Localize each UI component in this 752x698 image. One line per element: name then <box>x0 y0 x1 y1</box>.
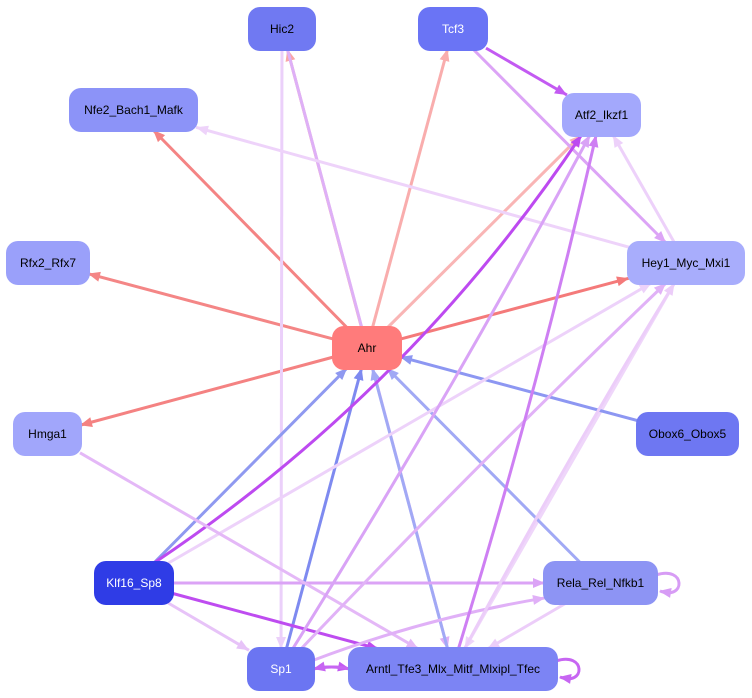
edge-ahr-to-hey1 <box>399 276 630 341</box>
node-label: Hmga1 <box>28 427 67 441</box>
edge-tcf3-to-atf2 <box>485 46 568 97</box>
node-label: Nfe2_Bach1_Mafk <box>84 103 183 117</box>
edge-sp1-to-rela <box>312 594 546 662</box>
edge-rela-to-rela <box>655 571 681 598</box>
node-label: Ahr <box>357 341 377 355</box>
edge-ahr-to-nfe2 <box>152 128 349 330</box>
edge-arntl-to-sp1 <box>312 661 351 672</box>
node-label: Klf16_Sp8 <box>106 576 162 590</box>
node-label: Obox6_Obox5 <box>648 427 727 441</box>
node-label: Rela_Rel_Nfkb1 <box>556 576 645 590</box>
edge-sp1-to-hey1 <box>299 281 668 651</box>
edge-klf16-to-rela <box>172 578 545 588</box>
edge-ahr-to-rfx2 <box>87 271 335 341</box>
edge-sp1-to-atf2 <box>291 134 592 650</box>
node-nfe2[interactable]: Nfe2_Bach1_Mafk <box>69 88 198 132</box>
node-hmga1[interactable]: Hmga1 <box>13 412 82 456</box>
edge-hey1-to-nfe2 <box>195 125 630 249</box>
edge-hmga1-to-arntl <box>79 451 420 651</box>
node-label: Hey1_Myc_Mxi1 <box>641 256 731 270</box>
node-rela[interactable]: Rela_Rel_Nfkb1 <box>543 561 658 605</box>
node-sp1[interactable]: Sp1 <box>247 647 315 691</box>
edge-klf16-to-atf2 <box>153 134 583 565</box>
node-hic2[interactable]: Hic2 <box>248 7 316 51</box>
node-klf16[interactable]: Klf16_Sp8 <box>94 561 174 605</box>
node-label: Rfx2_Rfx7 <box>19 256 77 270</box>
edge-klf16-to-sp1 <box>167 601 250 652</box>
edge-hey1-to-atf2 <box>611 134 676 244</box>
edge-hic2-to-sp1 <box>276 48 287 650</box>
edge-rela-to-arntl <box>486 601 567 651</box>
edge-sp1-to-ahr <box>284 367 364 650</box>
node-ahr[interactable]: Ahr <box>332 326 402 370</box>
node-label: Tcf3 <box>441 22 464 36</box>
node-label: Hic2 <box>269 22 294 36</box>
node-label: Sp1 <box>270 662 292 676</box>
node-obox6[interactable]: Obox6_Obox5 <box>636 412 739 456</box>
edge-ahr-to-tcf3 <box>370 48 450 329</box>
node-hey1[interactable]: Hey1_Myc_Mxi1 <box>627 241 745 285</box>
node-rfx2[interactable]: Rfx2_Rfx7 <box>6 241 90 285</box>
edge-klf16-to-ahr <box>152 366 349 565</box>
edge-arntl-to-ahr <box>370 367 450 650</box>
node-tcf3[interactable]: Tcf3 <box>418 7 488 51</box>
node-label: Atf2_Ikzf1 <box>574 108 629 122</box>
node-atf2[interactable]: Atf2_Ikzf1 <box>562 93 641 137</box>
node-arntl[interactable]: Arntl_Tfe3_Mlx_Mitf_Mlxipl_Tfec <box>348 647 558 691</box>
edge-arntl-to-hey1 <box>463 282 676 650</box>
edge-arntl-to-atf2 <box>456 134 599 650</box>
node-label: Arntl_Tfe3_Mlx_Mitf_Mlxipl_Tfec <box>365 662 541 676</box>
edge-ahr-to-hmga1 <box>79 355 335 427</box>
edge-tcf3-to-hey1 <box>471 47 668 245</box>
edge-klf16-to-hey1 <box>167 281 653 565</box>
edge-arntl-to-arntl <box>555 657 581 684</box>
